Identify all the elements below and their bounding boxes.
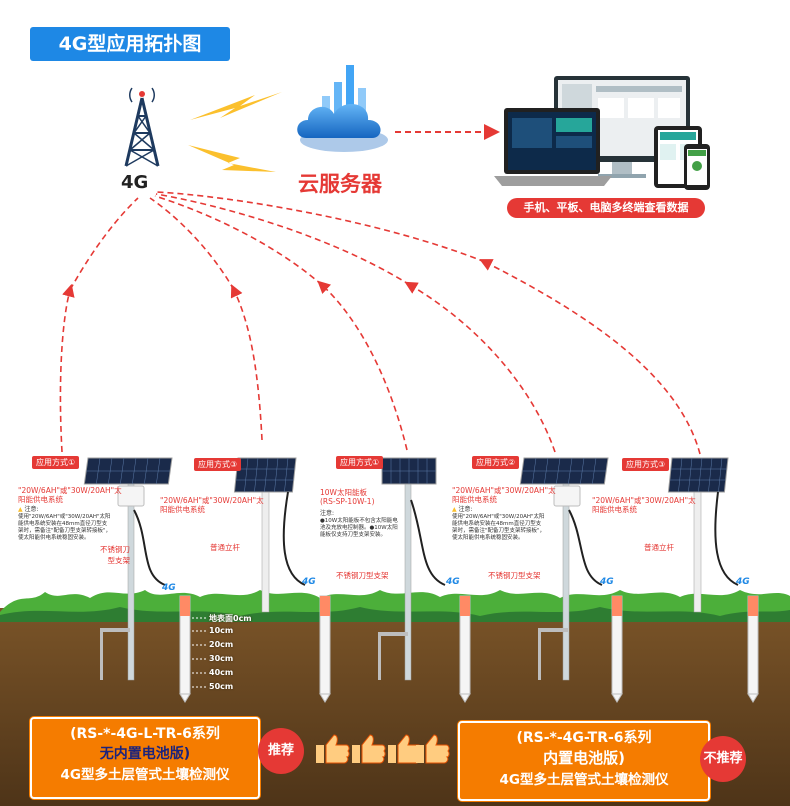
station-4: [519, 457, 609, 681]
cloud-server-label: 云服务器: [298, 172, 382, 196]
caution-text-3: ●10W太阳能板不包含太阳能电池及充放电控制器。●10W太阳能板仅支持刀型支架安…: [320, 518, 398, 538]
caution-text-1: 使用"20W/6AH"或"30W/20AH"太阳能供电系统安装在48mm直径刀型…: [18, 514, 112, 541]
station-2: [233, 457, 306, 613]
soil-probe-1: [179, 595, 191, 703]
caution-box-3: 注意: ●10W太阳能板不包含太阳能电池及充放电控制器。●10W太阳能板仅支持刀…: [320, 510, 402, 539]
station-5: [667, 457, 739, 613]
soil-probe-5: [747, 595, 759, 703]
pole-label-2: 普通立杆: [210, 543, 240, 552]
panel-note-5: "20W/6AH"或"30W/20AH"太阳能供电系统: [592, 496, 696, 514]
product-right-model: (RS-*-4G-TR-6系列: [516, 730, 652, 746]
product-box-left: (RS-*-4G-L-TR-6系列 无内置电池版) 4G型多土层管式土壤检测仪: [30, 717, 260, 799]
panel-note-1: "20W/6AH"或"30W/20AH"太阳能供电系统: [18, 486, 122, 504]
4g-badges: 4G 4G 4G 4G 4G: [161, 577, 750, 593]
panel-note-3: 10W太阳能板(RS-SP-10W-1): [320, 488, 375, 506]
soil-probe-3: [459, 595, 471, 703]
product-left-name: 4G型多土层管式土壤检测仪: [60, 767, 230, 783]
multi-device-icon: [494, 76, 710, 190]
depth-label-5: 50cm: [209, 682, 234, 691]
svg-text:4G: 4G: [161, 583, 176, 593]
pole-label-4: 不锈钢刀型支架: [488, 571, 541, 580]
signal-bolt-icon: [188, 92, 282, 172]
caution-title-3: 注意:: [320, 510, 335, 517]
depth-label-3: 30cm: [209, 654, 234, 663]
product-left-model: (RS-*-4G-L-TR-6系列: [70, 726, 220, 742]
product-right-name: 4G型多土层管式土壤检测仪: [499, 772, 669, 788]
depth-label-4: 40cm: [209, 668, 234, 677]
caution-box-1: ▲ 注意: 使用"20W/6AH"或"30W/20AH"太阳能供电系统安装在48…: [18, 506, 116, 542]
soil-probe-2: [319, 595, 331, 703]
cell-tower-icon: [124, 87, 160, 167]
uplink-arrows: [59, 191, 701, 455]
method-tag-4: 应用方式②: [472, 456, 520, 469]
pole-label-3: 不锈钢刀型支架: [336, 571, 389, 580]
depth-label-2: 20cm: [209, 640, 234, 649]
depth-label-0: 地表面0cm: [209, 614, 252, 623]
product-right-variant: 内置电池版): [543, 749, 625, 767]
svg-text:4G: 4G: [599, 577, 614, 587]
method-tag-3: 应用方式①: [336, 456, 384, 469]
cloud-server-icon: [297, 65, 388, 152]
depth-label-1: 10cm: [209, 626, 234, 635]
caution-text-4: 使用"20W/6AH"或"30W/20AH"太阳能供电系统安装在48mm直径刀型…: [452, 514, 546, 541]
svg-text:4G: 4G: [301, 577, 316, 587]
pole-label-5: 普通立杆: [644, 543, 674, 552]
soil-probes: [179, 595, 759, 703]
not-recommend-badge: 不推荐: [700, 736, 746, 782]
station-3: [378, 457, 446, 681]
product-left-variant: 无内置电池版): [99, 746, 191, 762]
page-title: 4G型应用拓扑图: [30, 27, 230, 61]
caution-box-4: ▲ 注意: 使用"20W/6AH"或"30W/20AH"太阳能供电系统安装在48…: [452, 506, 552, 542]
method-tag-5: 应用方式③: [622, 458, 670, 471]
caution-title-1: 注意:: [24, 506, 39, 513]
panel-note-2: "20W/6AH"或"30W/20AH"太阳能供电系统: [160, 496, 264, 514]
warning-icon: ▲: [452, 506, 457, 513]
method-tag-1: 应用方式①: [32, 456, 80, 469]
pole-label-1: 不锈钢刀型支架: [100, 545, 130, 565]
tower-label: 4G: [121, 172, 149, 193]
svg-text:4G: 4G: [735, 577, 750, 587]
panel-note-4: "20W/6AH"或"30W/20AH"太阳能供电系统: [452, 486, 556, 504]
method-tag-2: 应用方式③: [194, 458, 242, 471]
depth-ticks: [192, 617, 208, 688]
svg-text:4G: 4G: [445, 577, 460, 587]
station-1: [83, 457, 173, 681]
product-box-right: (RS-*-4G-TR-6系列 内置电池版) 4G型多土层管式土壤检测仪: [458, 721, 710, 801]
devices-caption: 手机、平板、电脑多终端查看数据: [507, 198, 705, 218]
warning-icon: ▲: [18, 506, 23, 513]
recommend-badge: 推荐: [258, 728, 304, 774]
caution-title-4: 注意:: [458, 506, 473, 513]
thumbs-up-icon: [316, 734, 450, 764]
soil-probe-4: [611, 595, 623, 703]
